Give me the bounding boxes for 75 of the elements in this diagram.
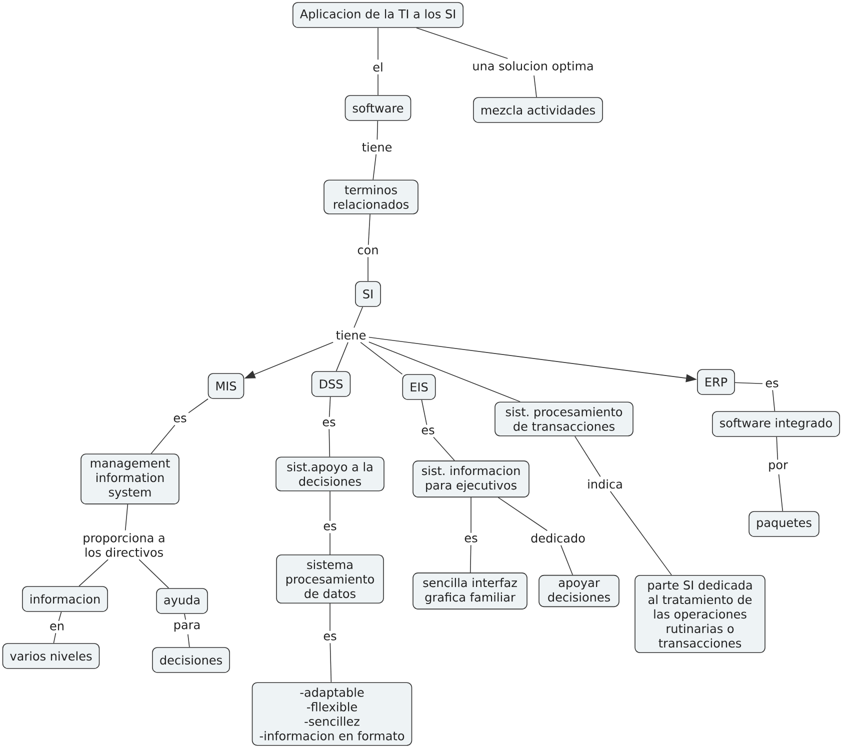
concept-box: parte SI dedicada al tratamiento de las operaciones rutinarias o transacciones — [634, 574, 766, 654]
linking-phrase: es — [766, 380, 778, 388]
concept-box: -adaptable -fllexible -sencillez -informacion en formato — [252, 682, 412, 746]
connector-line — [336, 342, 348, 372]
concept-box: sist. informacion para ejecutivos — [412, 460, 530, 498]
linking-phrase: tiene — [362, 142, 392, 152]
linking-phrase: tiene — [336, 330, 366, 340]
connector-line — [776, 436, 778, 460]
linking-phrase: indica — [588, 479, 622, 489]
connector-line — [187, 634, 190, 648]
concept-box: sist. procesamiento de transacciones — [494, 402, 634, 436]
connector-line — [330, 642, 332, 683]
linking-phrase: es — [324, 524, 336, 530]
connector-line — [421, 399, 428, 426]
connector-line — [188, 398, 208, 414]
concept-box: apoyar decisiones — [538, 574, 620, 608]
connector-line — [58, 611, 62, 622]
linking-phrase: el — [373, 62, 382, 72]
connector-line — [372, 154, 377, 180]
concept-box: software — [344, 95, 412, 121]
concept-box: paquetes — [748, 511, 820, 537]
concept-box: sist.apoyo a la decisiones — [276, 456, 384, 492]
connector-line — [778, 474, 784, 512]
connector-line — [772, 390, 776, 412]
linking-phrase: con — [358, 248, 378, 254]
connector-line — [534, 75, 537, 98]
concept-box: mezcla actividades — [473, 97, 603, 123]
connector-line — [416, 27, 508, 59]
connector-line — [328, 396, 331, 418]
connector-line — [574, 436, 601, 478]
connector-line — [150, 424, 176, 454]
concept-box: management information system — [80, 454, 180, 504]
concept-box: DSS — [311, 371, 351, 397]
concept-box: terminos relacionados — [324, 180, 418, 214]
concept-box: SI — [355, 281, 381, 307]
connector-line — [376, 120, 378, 140]
linking-phrase: es — [464, 536, 478, 542]
linking-phrase: es — [174, 416, 186, 422]
connector-line — [470, 497, 472, 534]
concept-box: varios niveles — [2, 643, 100, 669]
linking-phrase: para — [174, 622, 200, 632]
concept-box: Aplicacion de la TI a los SI — [292, 2, 464, 28]
concept-box: sencilla interfaz grafica familiar — [412, 572, 528, 610]
connector-line — [138, 559, 170, 588]
concept-box: software integrado — [712, 411, 840, 437]
concept-box: ERP — [697, 369, 735, 395]
linking-phrase: por — [769, 462, 788, 472]
connector-line — [368, 214, 370, 246]
connector-line — [498, 497, 548, 532]
connector-line — [360, 342, 403, 375]
connector-line — [560, 544, 574, 576]
linking-phrase: dedicado — [531, 533, 585, 543]
connector-line — [433, 436, 455, 461]
linking-phrase: es — [324, 634, 336, 640]
connector-line — [53, 632, 56, 644]
linking-phrase: en — [50, 624, 64, 630]
concept-box: decisiones — [152, 647, 230, 673]
concept-box: MIS — [208, 373, 244, 399]
connector-line — [734, 382, 763, 384]
linking-phrase: proporciona a los directivos — [84, 533, 164, 557]
connector-line — [354, 306, 364, 328]
connector-line — [184, 613, 186, 620]
connector-line — [124, 504, 128, 531]
connector-line — [470, 544, 472, 573]
connector-line — [328, 428, 330, 458]
concept-box: informacion — [22, 586, 108, 612]
linking-phrase: es — [422, 428, 434, 434]
linking-phrase: es — [322, 420, 336, 426]
linking-phrase: una solucion optima — [473, 61, 593, 73]
connector-line — [78, 559, 108, 586]
concept-box: sistema procesamiento de datos — [276, 554, 384, 604]
connector-line — [368, 342, 521, 402]
connector-line — [610, 490, 672, 576]
concept-box: EIS — [402, 374, 436, 400]
concept-box: ayuda — [156, 588, 208, 614]
